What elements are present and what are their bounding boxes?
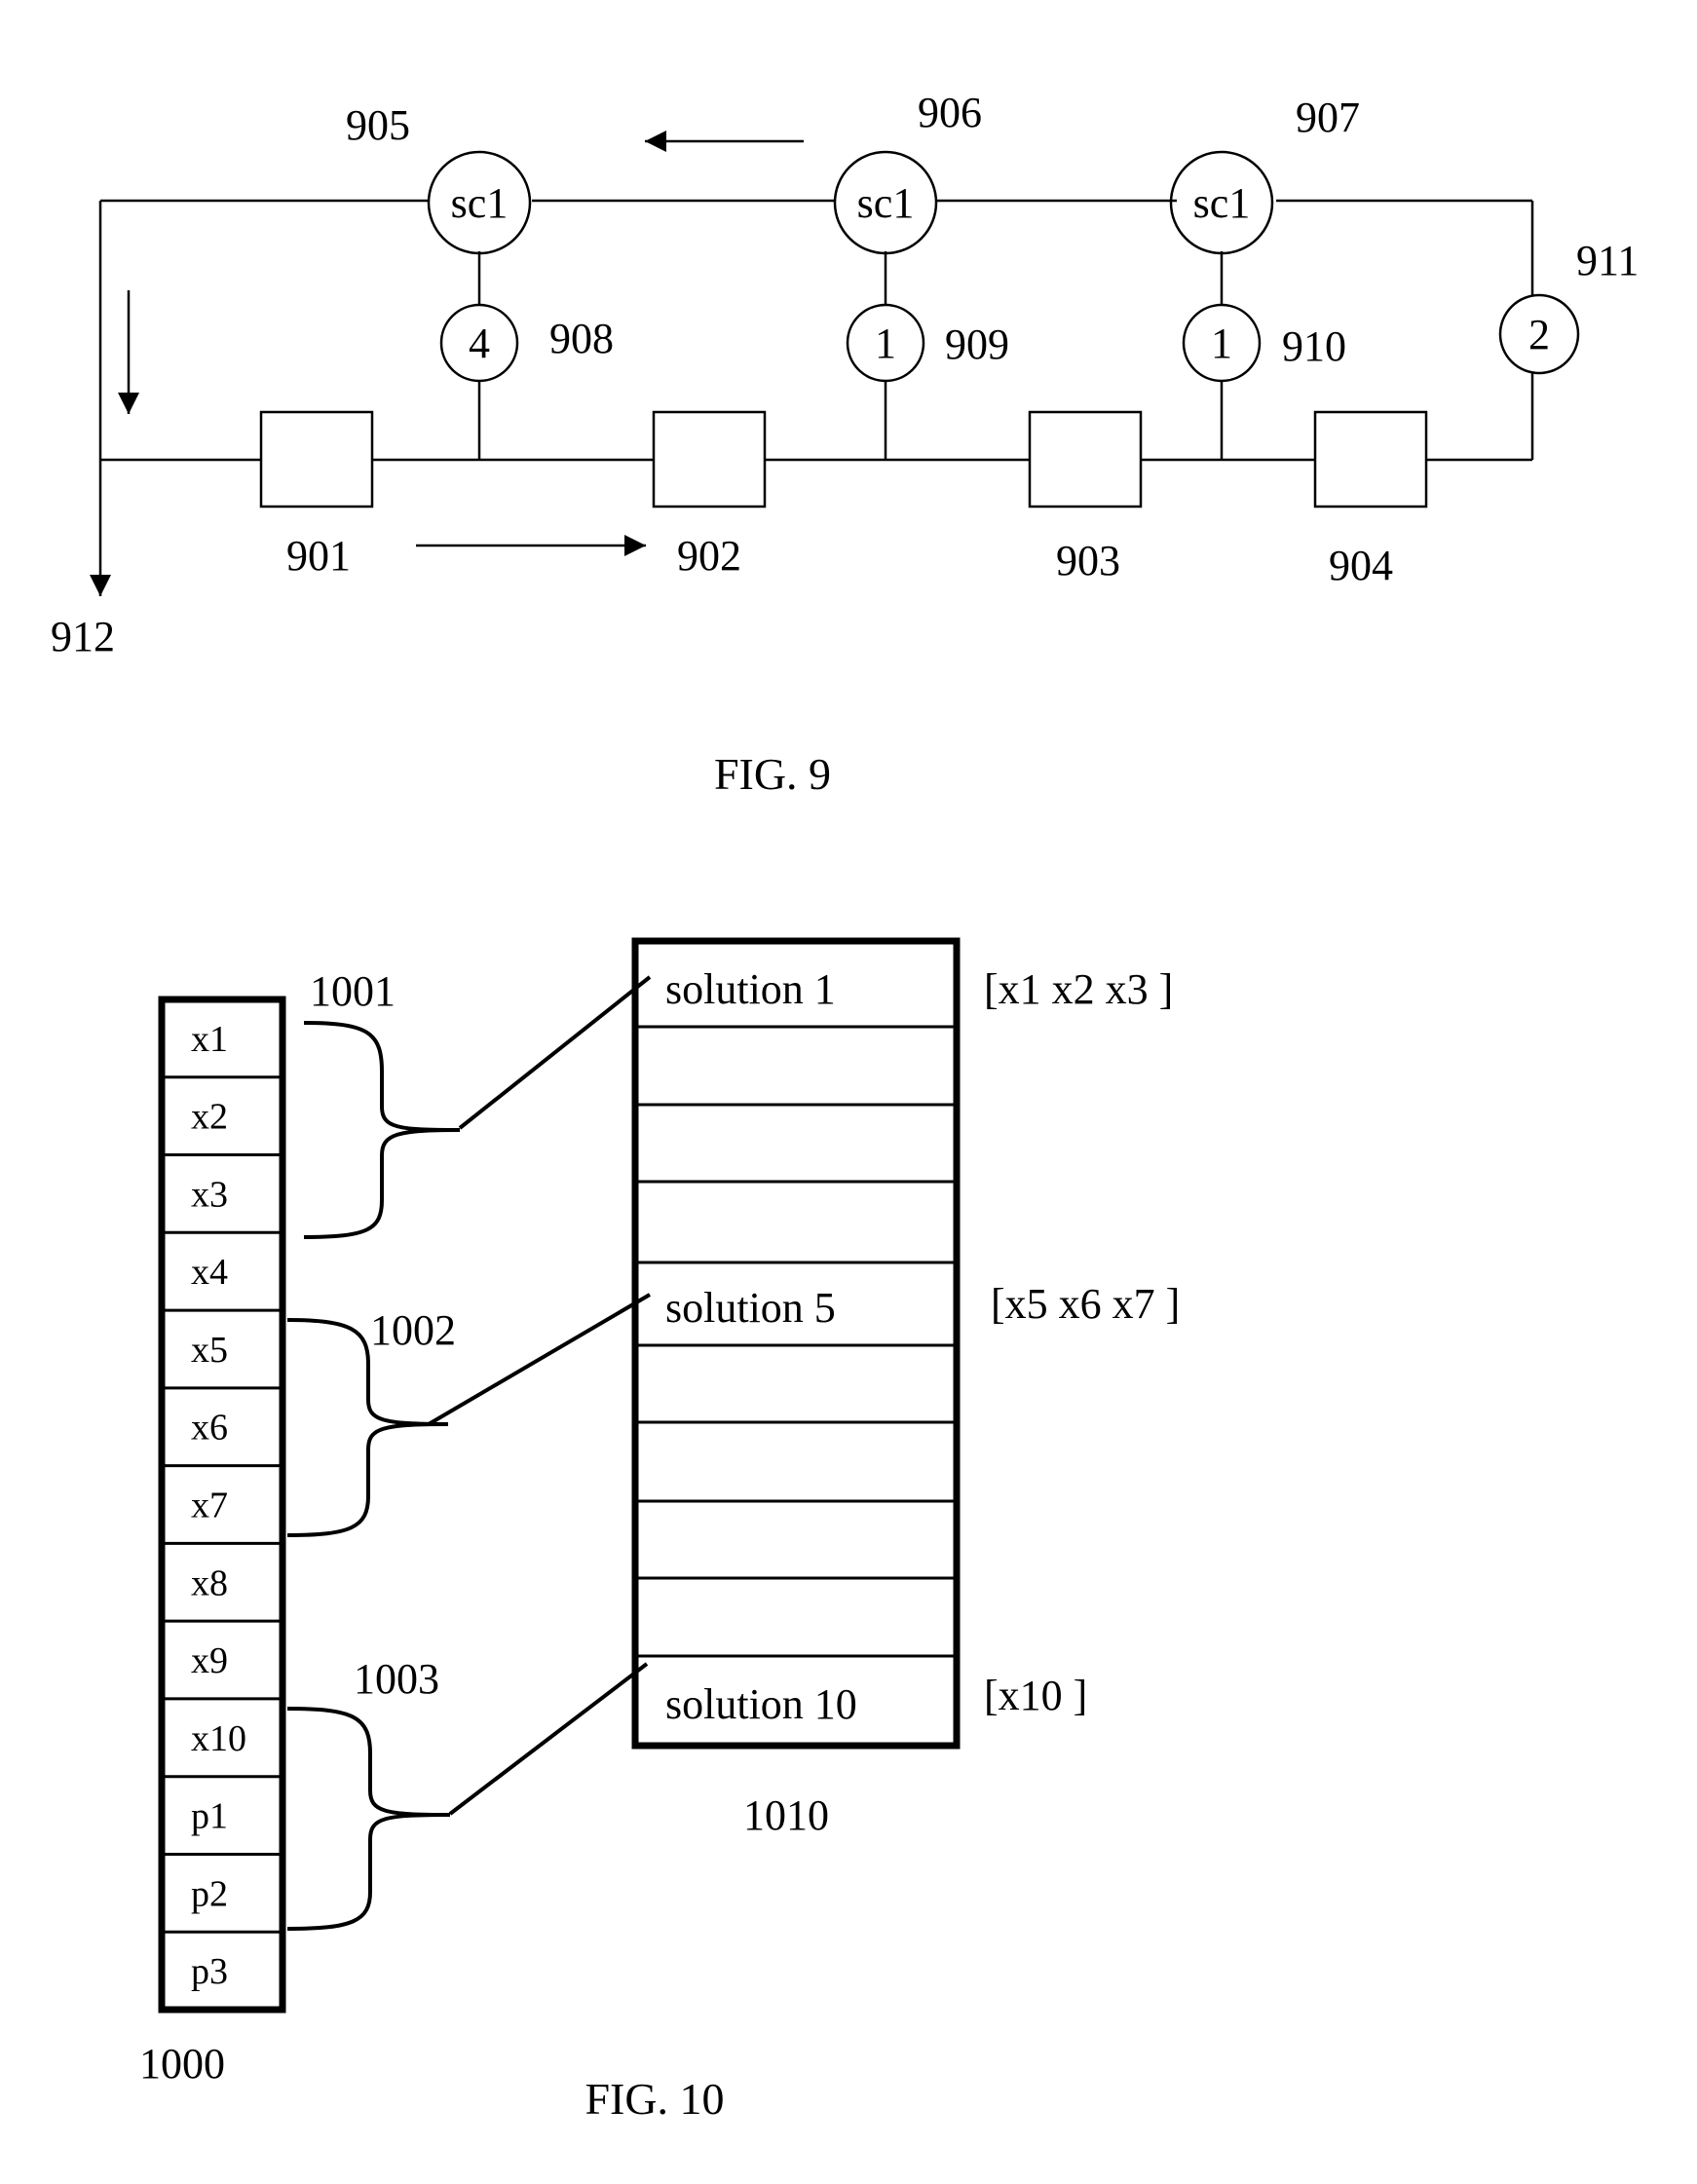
- ref-label: 912: [51, 613, 115, 660]
- vector-cell: x2: [191, 1097, 228, 1138]
- vector-cells: x1 x2 x3 x4 x5 x6 x7 x8 x9 x10 p1 p2 p3: [162, 1019, 283, 1992]
- ref-label: 911: [1576, 237, 1639, 284]
- vector-cell: x6: [191, 1408, 228, 1449]
- process-block: [1315, 412, 1426, 507]
- solution-set: [x10 ]: [984, 1672, 1087, 1719]
- connector-line: [429, 1295, 650, 1424]
- ref-label: 910: [1282, 322, 1346, 370]
- vector-cell: x1: [191, 1019, 228, 1060]
- counter-value: 4: [469, 320, 490, 367]
- ref-label: 901: [286, 532, 351, 580]
- fig9-diagram: [100, 141, 1578, 596]
- solution-label: solution 1: [665, 965, 836, 1013]
- vector-cell: x8: [191, 1563, 228, 1603]
- vector-cell: p1: [191, 1796, 228, 1837]
- brace-1003: [287, 1709, 450, 1929]
- vector-cell: x3: [191, 1174, 228, 1215]
- fig10-text: 1001 1002 1003 solution 1 solution 5 sol…: [139, 965, 1180, 2124]
- process-block: [1030, 412, 1141, 507]
- ref-label: 906: [918, 89, 982, 136]
- solution-label: solution 10: [665, 1680, 857, 1728]
- brace-1001: [304, 1023, 460, 1237]
- counter-value: 2: [1528, 311, 1550, 358]
- ref-label: 1003: [354, 1655, 439, 1703]
- connector-line: [460, 977, 650, 1128]
- counter-value: 1: [1211, 320, 1232, 367]
- solution-vector: x1 x2 x3 x4 x5 x6 x7 x8 x9 x10 p1 p2 p3: [162, 999, 283, 2010]
- ref-label: 905: [346, 101, 410, 149]
- vector-cell: x5: [191, 1330, 228, 1371]
- solution-set: [x1 x2 x3 ]: [984, 965, 1173, 1013]
- ref-label: 903: [1056, 537, 1120, 584]
- switch-label: sc1: [1193, 179, 1251, 227]
- figure-caption: FIG. 9: [714, 749, 831, 799]
- ref-label: 1010: [743, 1791, 829, 1839]
- ref-label: 904: [1329, 542, 1393, 589]
- counter-value: 1: [875, 320, 896, 367]
- ref-label: 908: [549, 315, 614, 362]
- vector-cell: x9: [191, 1640, 228, 1681]
- switch-label: sc1: [857, 179, 915, 227]
- solution-label: solution 5: [665, 1284, 836, 1332]
- ref-label: 909: [945, 320, 1009, 368]
- fig9-text: sc1 sc1 sc1 905 906 907 4 1 1 2 908 909 …: [51, 89, 1639, 799]
- switch-label: sc1: [451, 179, 509, 227]
- vector-cell: x4: [191, 1252, 228, 1293]
- ref-label: 1001: [310, 967, 396, 1015]
- process-block: [261, 412, 372, 507]
- ref-label: 907: [1296, 94, 1360, 141]
- ref-label: 1000: [139, 2040, 225, 2088]
- figure-caption: FIG. 10: [585, 2074, 724, 2124]
- connector-line: [450, 1664, 647, 1814]
- solution-table: [635, 941, 957, 1746]
- ref-label: 902: [677, 532, 741, 580]
- vector-cell: x7: [191, 1486, 228, 1526]
- table-border: [635, 941, 957, 1746]
- table-rows: [635, 1027, 957, 1656]
- process-block: [654, 412, 765, 507]
- ref-label: 1002: [370, 1306, 456, 1354]
- vector-cell: p3: [191, 1951, 228, 1992]
- vector-cell: p2: [191, 1873, 228, 1914]
- solution-set: [x5 x6 x7 ]: [991, 1280, 1180, 1328]
- vector-cell: x10: [191, 1718, 246, 1759]
- group-braces: [287, 977, 650, 1929]
